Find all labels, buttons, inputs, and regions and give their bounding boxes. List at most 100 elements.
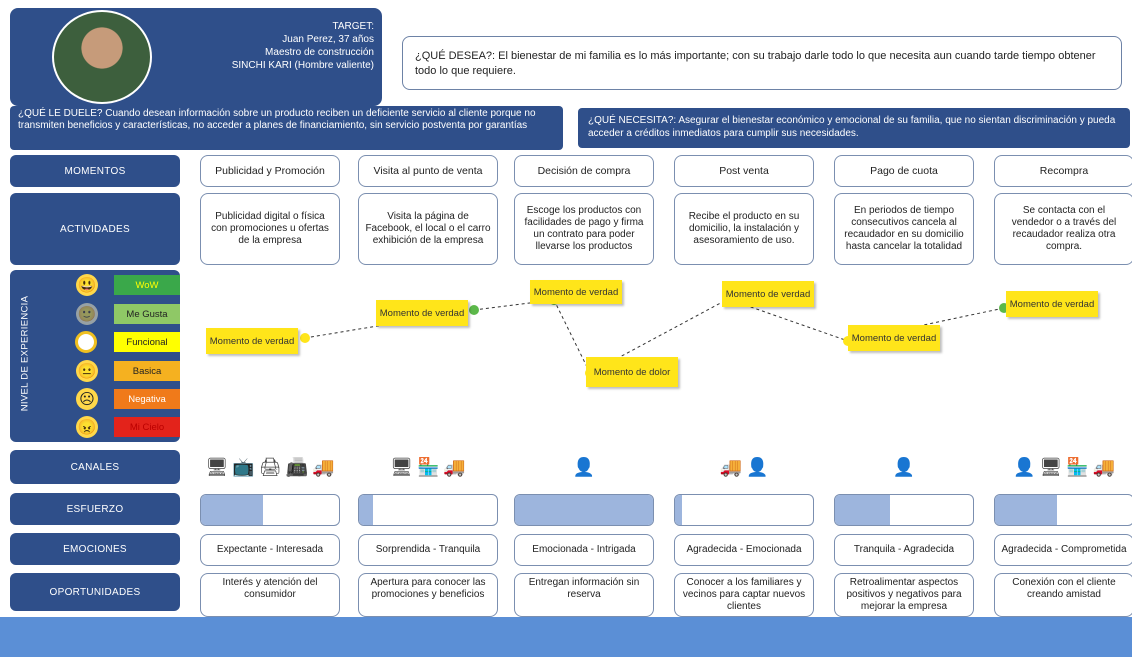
actividad-box: Escoge los productos con facilidades de …	[514, 193, 654, 265]
channel-icon: 👤	[1012, 456, 1036, 477]
momento-box: Decisión de compra	[514, 155, 654, 187]
channels-cell: 👤🖥🏪🚚	[994, 449, 1132, 485]
channels-cell: 🚚👤	[674, 449, 814, 485]
channel-icon: 📠	[285, 456, 309, 477]
momento-box: Recompra	[994, 155, 1132, 187]
row-actividades: ACTIVIDADES	[10, 193, 180, 265]
emocion-box: Emocionada - Intrigada	[514, 534, 654, 566]
channel-icon: 🏪	[1066, 456, 1089, 477]
face-funcional-icon	[75, 331, 97, 353]
channel-icon: 🖨	[258, 456, 282, 477]
momento-box: Publicidad y Promoción	[200, 155, 340, 187]
momento-box: Post venta	[674, 155, 814, 187]
moment-note: Momento de verdad	[206, 328, 298, 354]
target-name: Juan Perez, 37 años	[282, 34, 374, 45]
moment-note: Momento de verdad	[1006, 291, 1098, 317]
row-nivel: NIVEL DE EXPERIENCIA	[10, 270, 180, 442]
target-card: TARGET: Juan Perez, 37 años Maestro de c…	[10, 8, 382, 106]
emocion-box: Agradecida - Comprometida	[994, 534, 1132, 566]
target-nickname: SINCHI KARI (Hombre valiente)	[231, 60, 374, 71]
level-basica: Basica	[114, 361, 180, 381]
oportunidad-box: Entregan información sin reserva	[514, 573, 654, 617]
necesita-box: ¿QUÉ NECESITA?: Asegurar el bienestar ec…	[578, 108, 1130, 148]
level-scale: 😃 WoW 🙂 Me Gusta Funcional 😐 Basica ☹ Ne…	[64, 272, 184, 442]
oportunidad-box: Interés y atención del consumidor	[200, 573, 340, 617]
channel-icon: 👤	[892, 456, 916, 477]
effort-bar	[200, 494, 340, 526]
row-oportunidades: OPORTUNIDADES	[10, 573, 180, 611]
avatar	[52, 10, 152, 104]
channels-cell: 🖥🏪🚚	[358, 449, 498, 485]
level-negativa: Negativa	[114, 389, 180, 409]
channel-icon: 👤	[572, 456, 596, 477]
channel-icon: 👤	[746, 456, 769, 477]
row-esfuerzo: ESFUERZO	[10, 493, 180, 525]
effort-fill	[515, 495, 653, 525]
face-megusta-icon: 🙂	[76, 303, 98, 325]
channel-icon: 🖥	[205, 456, 229, 477]
momento-box: Pago de cuota	[834, 155, 974, 187]
channel-icon: 🚚	[443, 456, 466, 477]
channel-icon: 🏪	[417, 456, 440, 477]
target-job: Maestro de construcción	[265, 47, 374, 58]
actividad-box: Se contacta con el vendedor o a través d…	[994, 193, 1132, 265]
level-funcional: Funcional	[114, 332, 180, 352]
effort-bar	[994, 494, 1132, 526]
desea-box: ¿QUÉ DESEA?: El bienestar de mi familia …	[402, 36, 1122, 90]
effort-bar	[358, 494, 498, 526]
moment-note: Momento de verdad	[376, 300, 468, 326]
row-emociones: EMOCIONES	[10, 533, 180, 565]
effort-fill	[359, 495, 373, 525]
journey-dot	[999, 303, 1009, 313]
effort-bar	[514, 494, 654, 526]
channel-icon: 📺	[232, 456, 255, 477]
moment-note: Momento de verdad	[848, 325, 940, 351]
level-megusta: Me Gusta	[114, 304, 180, 324]
footer-band	[0, 617, 1132, 657]
target-heading: TARGET:	[332, 21, 374, 32]
effort-bar	[834, 494, 974, 526]
effort-fill	[835, 495, 891, 525]
actividad-box: Visita la página de Facebook, el local o…	[358, 193, 498, 265]
actividad-box: En periodos de tiempo consecutivos cance…	[834, 193, 974, 265]
channel-icon: 🖥	[390, 456, 413, 477]
oportunidad-box: Conexión con el cliente creando amistad	[994, 573, 1132, 617]
necesita-text: ¿QUÉ NECESITA?: Asegurar el bienestar ec…	[588, 115, 1116, 139]
channels-cell: 🖥📺🖨📠🚚	[200, 449, 340, 485]
emocion-box: Tranquila - Agradecida	[834, 534, 974, 566]
face-wow-icon: 😃	[76, 274, 98, 296]
momento-box: Visita al punto de venta	[358, 155, 498, 187]
channel-icon: 🚚	[312, 456, 335, 477]
channel-icon: 🚚	[719, 456, 742, 477]
channels-cell: 👤	[834, 449, 974, 485]
journey-dot	[469, 305, 479, 315]
effort-fill	[201, 495, 264, 525]
effort-fill	[995, 495, 1058, 525]
pain-note: Momento de dolor	[586, 357, 678, 387]
actividad-box: Recibe el producto en su domicilio, la i…	[674, 193, 814, 265]
emocion-box: Sorprendida - Tranquila	[358, 534, 498, 566]
oportunidad-box: Retroalimentar aspectos positivos y nega…	[834, 573, 974, 617]
emocion-box: Expectante - Interesada	[200, 534, 340, 566]
oportunidad-box: Conocer a los familiares y vecinos para …	[674, 573, 814, 617]
channel-icon: 🚚	[1092, 456, 1116, 477]
actividad-box: Publicidad digital o física con promocio…	[200, 193, 340, 265]
journey-dot	[300, 333, 310, 343]
duele-box: ¿QUÉ LE DUELE? Cuando desean información…	[10, 106, 563, 150]
level-micielo: Mi Cielo	[114, 417, 180, 437]
face-micielo-icon: 😠	[76, 416, 98, 438]
row-momentos: MOMENTOS	[10, 155, 180, 187]
desea-text: ¿QUÉ DESEA?: El bienestar de mi familia …	[415, 50, 1096, 77]
face-basica-icon: 😐	[76, 360, 98, 382]
moment-note: Momento de verdad	[722, 281, 814, 307]
level-wow: WoW	[114, 275, 180, 295]
effort-bar	[674, 494, 814, 526]
face-negativa-icon: ☹	[76, 388, 98, 410]
duele-text: ¿QUÉ LE DUELE? Cuando desean información…	[18, 108, 536, 131]
effort-fill	[675, 495, 682, 525]
channels-cell: 👤	[514, 449, 654, 485]
emocion-box: Agradecida - Emocionada	[674, 534, 814, 566]
oportunidad-box: Apertura para conocer las promociones y …	[358, 573, 498, 617]
row-canales: CANALES	[10, 450, 180, 484]
channel-icon: 🖥	[1039, 456, 1063, 477]
